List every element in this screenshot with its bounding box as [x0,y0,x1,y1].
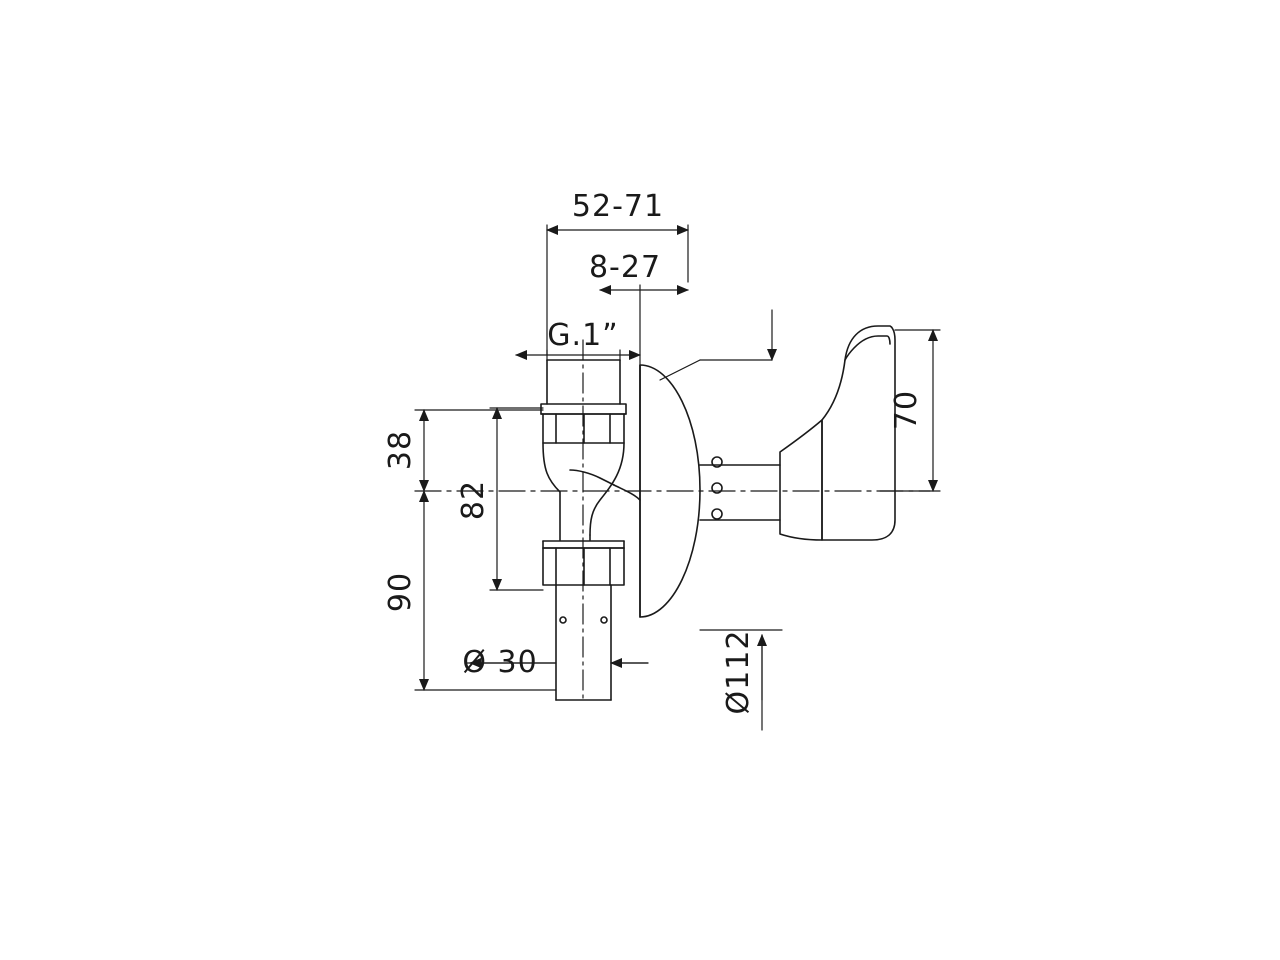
dimension-lines [414,224,941,731]
dimension-label-g1: G.1” [547,318,618,353]
product-outline [540,325,896,701]
dimension-label-diameter-30: Ø 30 [462,645,537,680]
dimension-label-8-27: 8-27 [589,250,661,285]
dimension-label-70: 70 [889,390,924,430]
dimension-label-diameter-112: Ø112 [721,630,756,715]
dimension-label-82: 82 [456,480,491,520]
dimension-label-52-71: 52-71 [572,189,664,224]
dimension-label-38: 38 [383,430,418,470]
dimension-label-90: 90 [383,572,418,612]
